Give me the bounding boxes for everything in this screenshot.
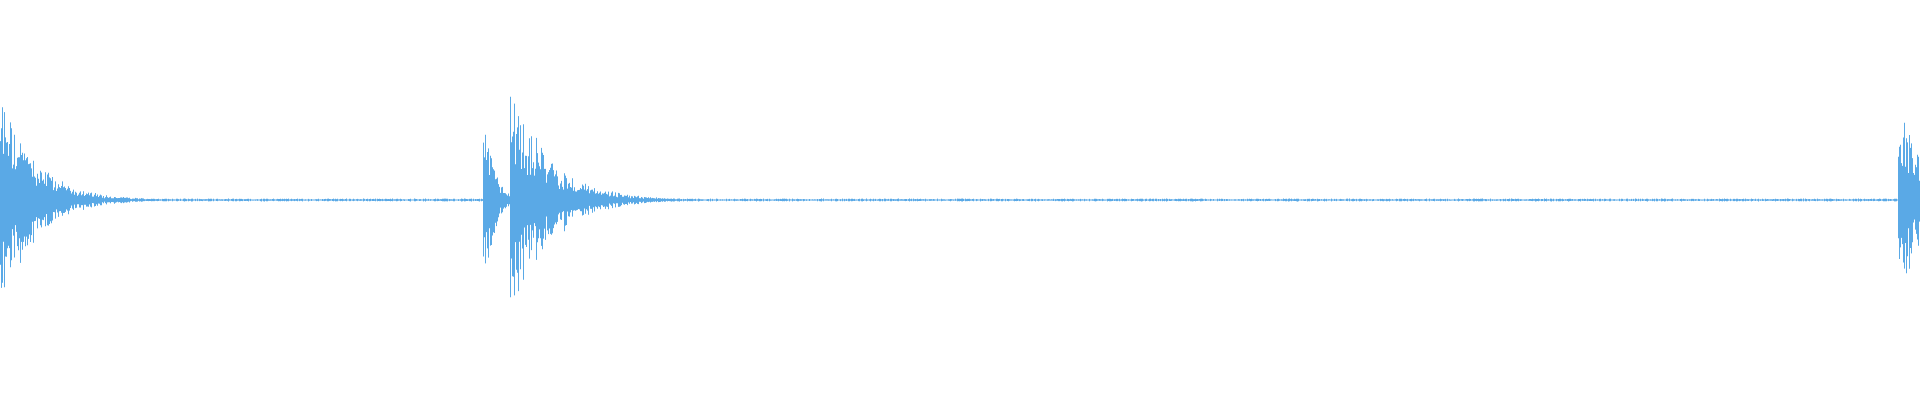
waveform-sample-bars — [0, 96, 1920, 298]
waveform-samples — [0, 96, 1920, 298]
